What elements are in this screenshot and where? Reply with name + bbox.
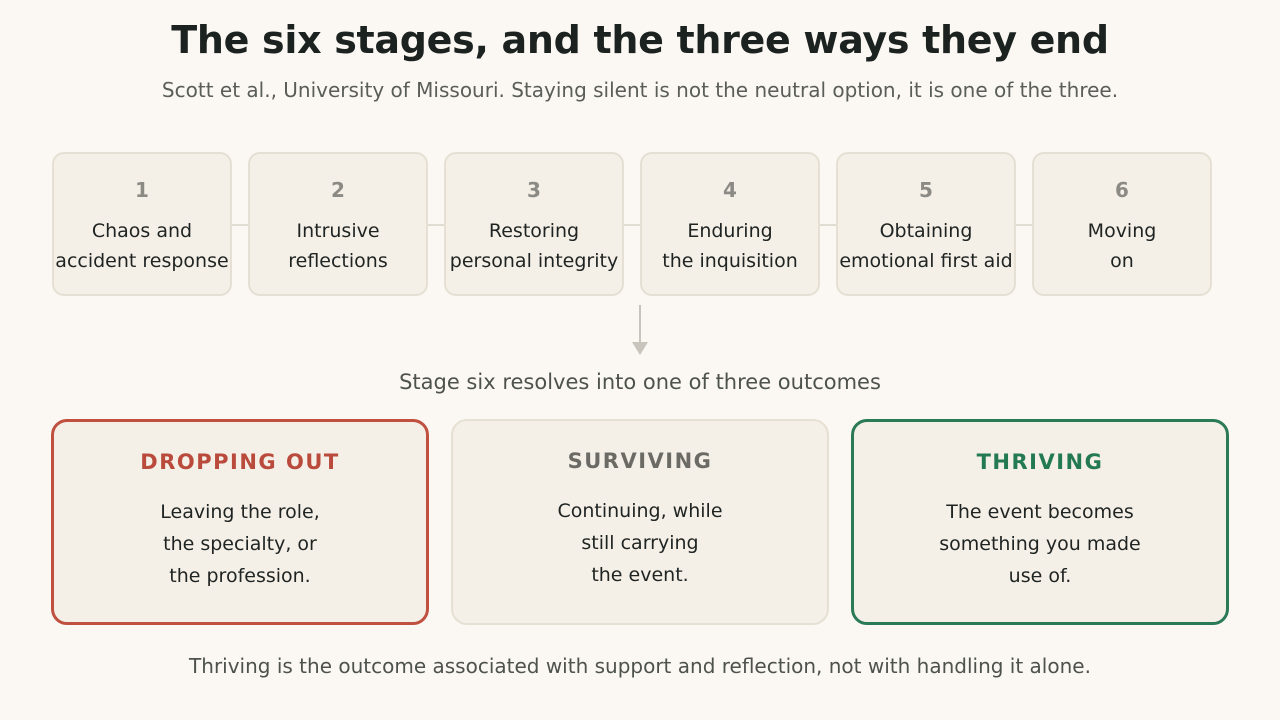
stage-number: 2 (331, 178, 345, 202)
stage-card-2: 2 Intrusive reflections (248, 152, 428, 296)
stage-card-3: 3 Restoring personal integrity (444, 152, 624, 296)
outcomes-caption: Stage six resolves into one of three out… (399, 370, 881, 394)
stage-number: 3 (527, 178, 541, 202)
page-subtitle: Scott et al., University of Missouri. St… (161, 78, 1119, 102)
footer-note: Thriving is the outcome associated with … (189, 654, 1091, 678)
stage-card-6: 6 Moving on (1032, 152, 1212, 296)
stage-label: Enduring the inquisition (662, 220, 798, 272)
outcome-title: DROPPING OUT (140, 450, 340, 474)
outcome-card-surviving: SURVIVING Continuing, while still carryi… (451, 419, 829, 625)
page-title: The six stages, and the three ways they … (171, 18, 1109, 62)
down-arrow-icon (632, 342, 648, 355)
stage-number: 4 (723, 178, 737, 202)
outcome-description: Leaving the role, the specialty, or the … (160, 501, 320, 587)
outcome-title: SURVIVING (567, 449, 713, 473)
outcome-card-thriving: THRIVING The event becomes something you… (851, 419, 1229, 625)
stage-number: 6 (1115, 178, 1129, 202)
outcome-description: Continuing, while still carrying the eve… (557, 500, 723, 586)
stage-label: Moving on (1087, 220, 1157, 272)
stage-label: Obtaining emotional first aid (839, 220, 1013, 272)
stage-number: 1 (135, 178, 149, 202)
outcome-card-dropping-out: DROPPING OUT Leaving the role, the speci… (51, 419, 429, 625)
stages-row: 1 Chaos and accident response 2 Intrusiv… (52, 152, 1212, 296)
stage-label: Restoring personal integrity (449, 220, 619, 272)
stage-card-4: 4 Enduring the inquisition (640, 152, 820, 296)
stage-label: Chaos and accident response (55, 220, 229, 272)
outcome-description: The event becomes something you made use… (939, 501, 1141, 587)
down-arrow-shaft (639, 305, 641, 343)
stage-card-5: 5 Obtaining emotional first aid (836, 152, 1016, 296)
stage-label: Intrusive reflections (288, 220, 388, 272)
stage-number: 5 (919, 178, 933, 202)
stage-card-1: 1 Chaos and accident response (52, 152, 232, 296)
outcome-title: THRIVING (976, 450, 1104, 474)
stage-connector-line (202, 224, 1062, 226)
